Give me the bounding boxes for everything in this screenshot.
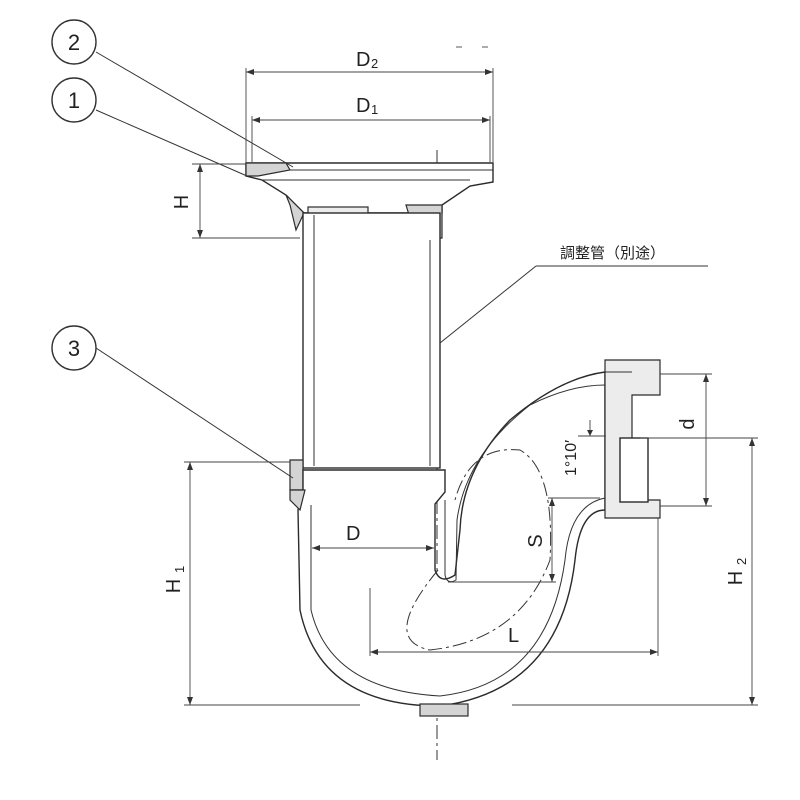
seal-path-center [406, 449, 552, 651]
angle-annotation [578, 420, 606, 437]
adjust-pipe-label: 調整管（別途） [560, 245, 665, 262]
trap-body [289, 359, 661, 717]
dimension-h1-sub: 1 [172, 566, 187, 573]
callout-circle-2 [51, 19, 97, 65]
dimension-d2-label: D [356, 49, 370, 71]
dimension-h2 [512, 437, 758, 706]
callout-label-2: 2 [68, 30, 80, 55]
dimension-small-d [660, 373, 712, 507]
dimension-h2-sub: 2 [734, 558, 749, 565]
callout-label-3: 3 [68, 336, 80, 361]
callout-leaders [95, 51, 708, 479]
dimension-d1 [251, 116, 491, 162]
dimension-d [312, 545, 434, 551]
dimension-d2 [245, 46, 494, 162]
dimension-h [192, 163, 300, 239]
dimension-h-label: H [171, 195, 193, 209]
dimension-l-label: L [508, 625, 519, 647]
callout-circle-1 [51, 77, 97, 123]
dimension-h2-label: H [725, 571, 747, 585]
dimension-h1 [184, 461, 360, 706]
vertical-pipe [289, 212, 441, 491]
dimension-d1-label: D [356, 95, 370, 117]
angle-label: 1°10′ [563, 440, 580, 476]
dimension-d1-sub: 1 [371, 102, 378, 117]
dimension-small-d-label: d [677, 418, 699, 429]
dimension-s-label: S [525, 534, 547, 547]
callout-label-1: 1 [68, 88, 80, 113]
dimension-d-label: D [346, 523, 360, 545]
dimension-h1-label: H [163, 579, 185, 593]
dimension-d2-sub: 2 [371, 56, 378, 71]
dimension-s [448, 497, 600, 583]
callout-circle-3 [51, 325, 97, 371]
dimension-l [369, 518, 659, 656]
